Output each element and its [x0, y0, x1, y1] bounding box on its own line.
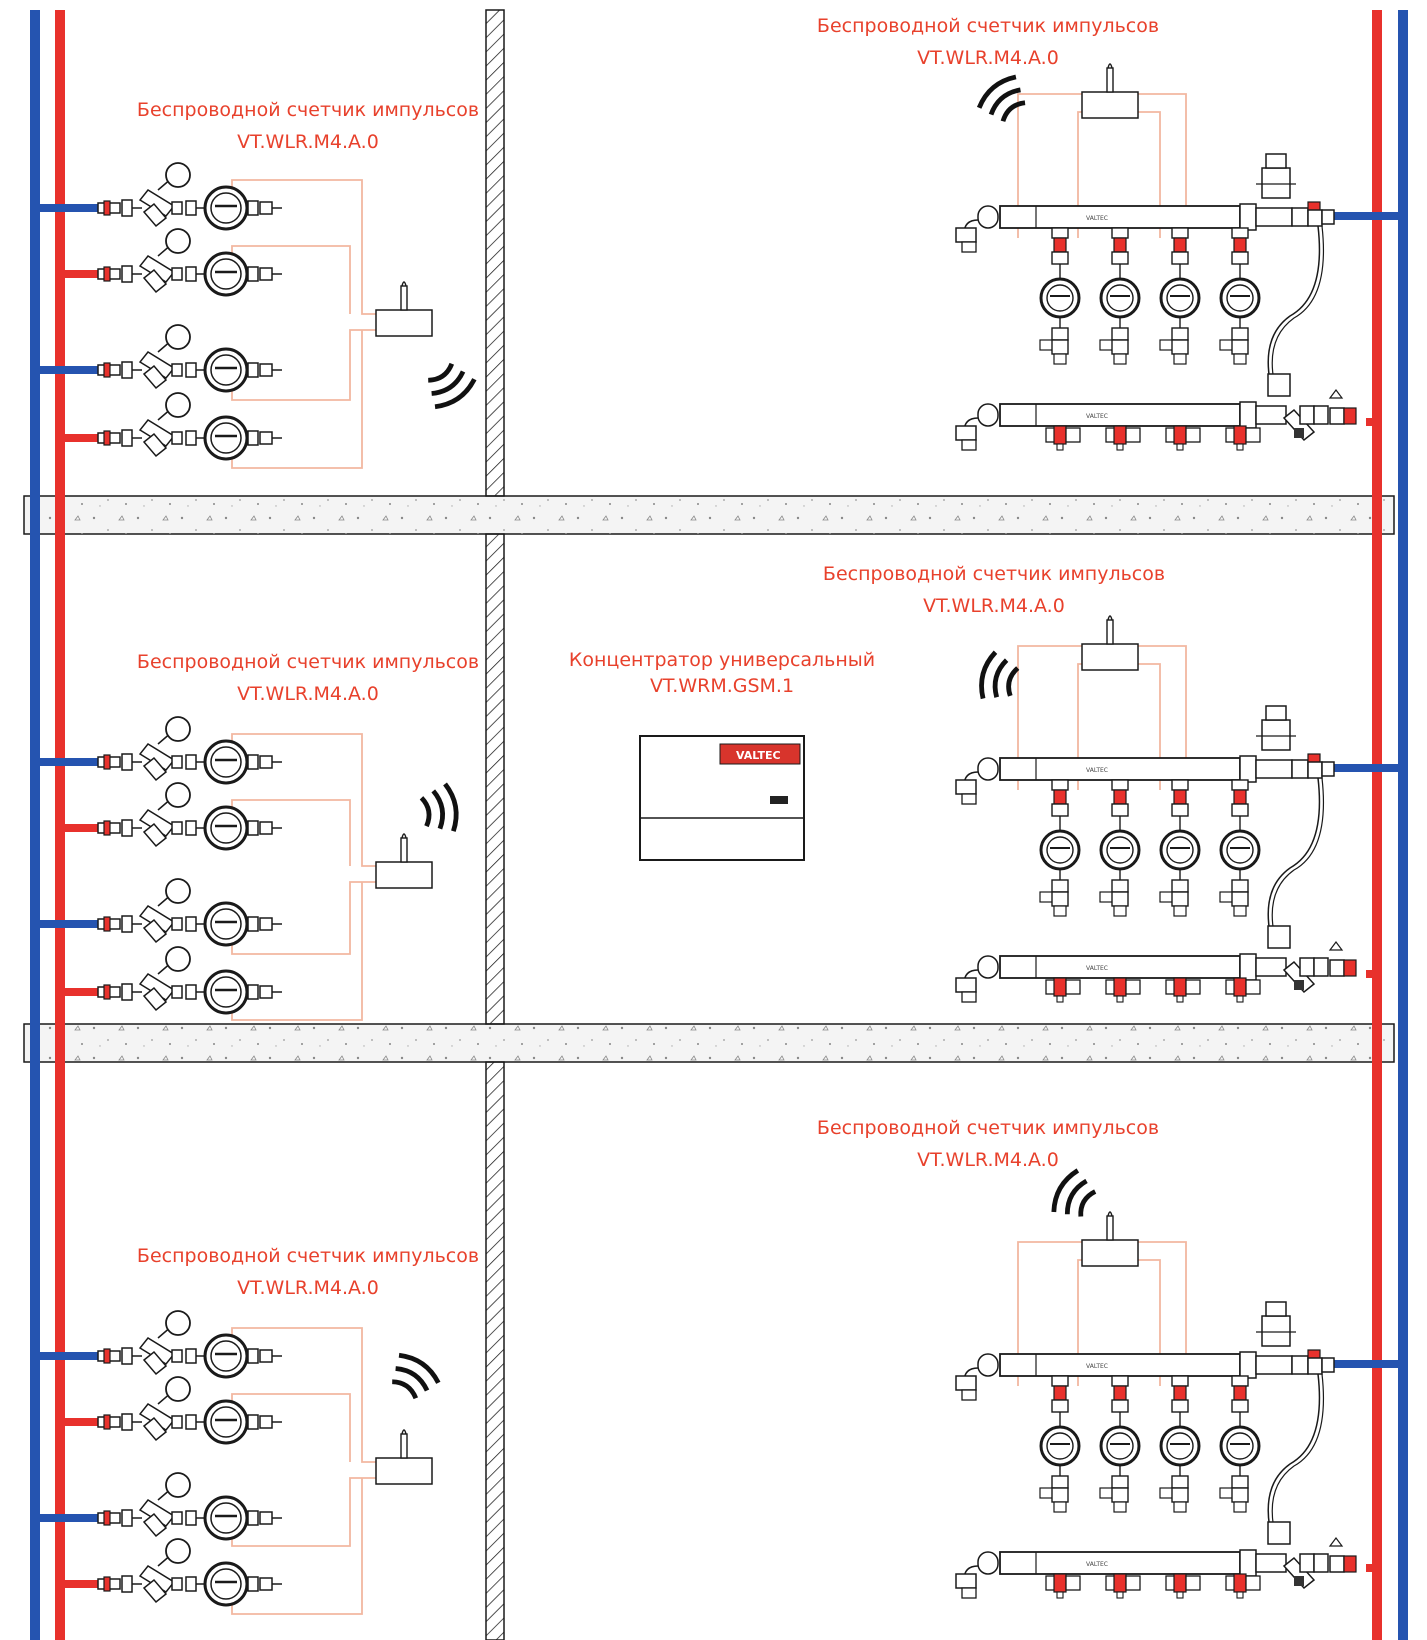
pulse-counter-label: Беспроводной счетчик импульсов — [817, 15, 1159, 37]
pulse-counter-icon — [375, 281, 433, 337]
left-risers — [30, 10, 65, 1640]
pulse-counter-model: VT.WLR.M4.A.0 — [917, 47, 1059, 69]
floor-slabs — [23, 495, 1395, 1063]
pulse-counter-label: Беспроводной счетчик импульсов — [823, 563, 1165, 585]
water-meter-icon — [96, 161, 284, 231]
pulse-wires — [231, 179, 376, 1615]
water-meter-icon — [96, 323, 284, 393]
water-meter-icon — [96, 1537, 284, 1607]
labels: Беспроводной счетчик импульсов VT.WLR.M4… — [137, 15, 1165, 1299]
radio-signal-icon — [420, 358, 478, 412]
pulse-counter-model: VT.WLR.M4.A.0 — [917, 1149, 1059, 1171]
pulse-counter-icon — [375, 833, 433, 889]
pulse-counter-icon — [1081, 1211, 1139, 1267]
manifold-group-floor-1 — [956, 63, 1356, 450]
water-meter-icon — [96, 1375, 284, 1445]
concentrator-model: VT.WRM.GSM.1 — [650, 675, 794, 697]
pulse-counter-icon — [375, 1429, 433, 1485]
cold-water-riser — [30, 10, 40, 1640]
pulse-counter-model: VT.WLR.M4.A.0 — [923, 595, 1065, 617]
pulse-counter-label: Беспроводной счетчик импульсов — [817, 1117, 1159, 1139]
water-meter-icon — [96, 227, 284, 297]
hot-water-riser — [55, 10, 65, 1640]
pulse-counter-label: Беспроводной счетчик импульсов — [137, 651, 479, 673]
gsm-concentrator-icon: VALTEC — [639, 735, 805, 861]
right-risers — [1372, 10, 1408, 1640]
pulse-counter-label: Беспроводной счетчик импульсов — [137, 1245, 479, 1267]
pulse-counter-model: VT.WLR.M4.A.0 — [237, 131, 379, 153]
pulse-counter-model: VT.WLR.M4.A.0 — [237, 1277, 379, 1299]
pulse-counter-label: Беспроводной счетчик импульсов — [137, 99, 479, 121]
meter-group-floor-1 — [96, 161, 478, 461]
water-meter-icon — [96, 945, 284, 1015]
concentrator-brand: VALTEC — [736, 749, 781, 762]
meter-group-floor-3 — [96, 1309, 442, 1607]
partition-walls — [485, 9, 505, 1640]
meter-group-floor-2 — [96, 715, 460, 1015]
radio-signal-icon — [384, 1350, 442, 1404]
manifold-icon — [956, 154, 1356, 450]
pulse-counter-model: VT.WLR.M4.A.0 — [237, 683, 379, 705]
manifold-group-floor-2 — [956, 615, 1356, 1002]
pulse-counter-icon — [1081, 615, 1139, 671]
manifold-branch-pipes — [1330, 212, 1398, 1572]
water-meter-icon — [96, 1309, 284, 1379]
radio-signal-icon — [420, 783, 460, 836]
manifold-icon — [956, 706, 1356, 1002]
water-meter-icon — [96, 391, 284, 461]
manifold-icon — [956, 1302, 1356, 1598]
water-meter-icon — [96, 1471, 284, 1541]
hot-water-riser — [1372, 10, 1382, 1640]
radio-signal-icon — [975, 72, 1032, 127]
concentrator-label: Концентратор универсальный — [569, 649, 875, 671]
water-meter-icon — [96, 715, 284, 785]
pulse-counter-icon — [1081, 63, 1139, 119]
radio-signal-icon — [977, 651, 1020, 706]
water-meter-icon — [96, 781, 284, 851]
manifold-group-floor-3 — [956, 1167, 1356, 1598]
meter-branch-pipes — [40, 204, 100, 1588]
water-meter-icon — [96, 877, 284, 947]
cold-water-riser — [1398, 10, 1408, 1640]
radio-signal-icon — [1048, 1167, 1100, 1225]
